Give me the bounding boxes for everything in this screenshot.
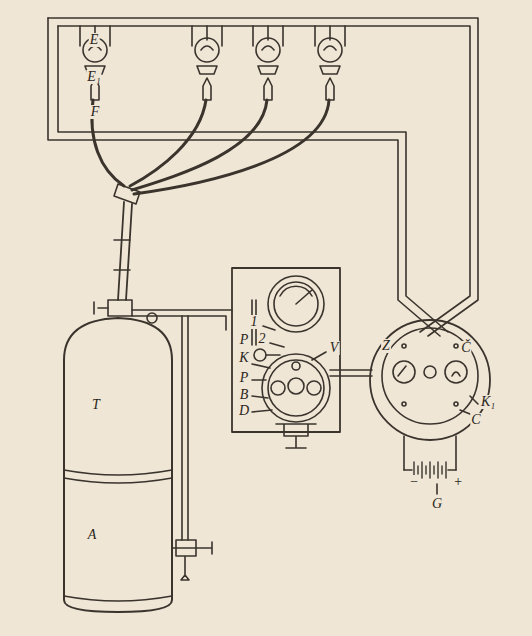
callout-letter: P	[239, 371, 250, 385]
callout-letter: E	[89, 33, 100, 47]
callout-letter: E₁	[86, 70, 101, 84]
callout-letter: C	[470, 413, 481, 427]
callout-letter: V	[329, 341, 340, 355]
callout-letter: −	[408, 475, 419, 489]
callout-letter: K	[238, 351, 249, 365]
callout-letter: Č	[460, 341, 471, 355]
callout-letter: 1	[250, 315, 259, 329]
callout-letter: +	[452, 475, 463, 489]
callout-letter: P	[239, 333, 250, 347]
callout-letter: Z	[381, 339, 391, 353]
callout-letter: B	[239, 388, 250, 402]
callout-letter: G	[431, 497, 443, 511]
callout-letter: K₁	[480, 395, 496, 409]
callout-letter: F	[90, 105, 101, 119]
callout-letter: A	[87, 528, 98, 542]
callout-letter: 2	[258, 332, 267, 346]
callout-letter: D	[238, 404, 250, 418]
callout-letter: T	[91, 398, 101, 412]
